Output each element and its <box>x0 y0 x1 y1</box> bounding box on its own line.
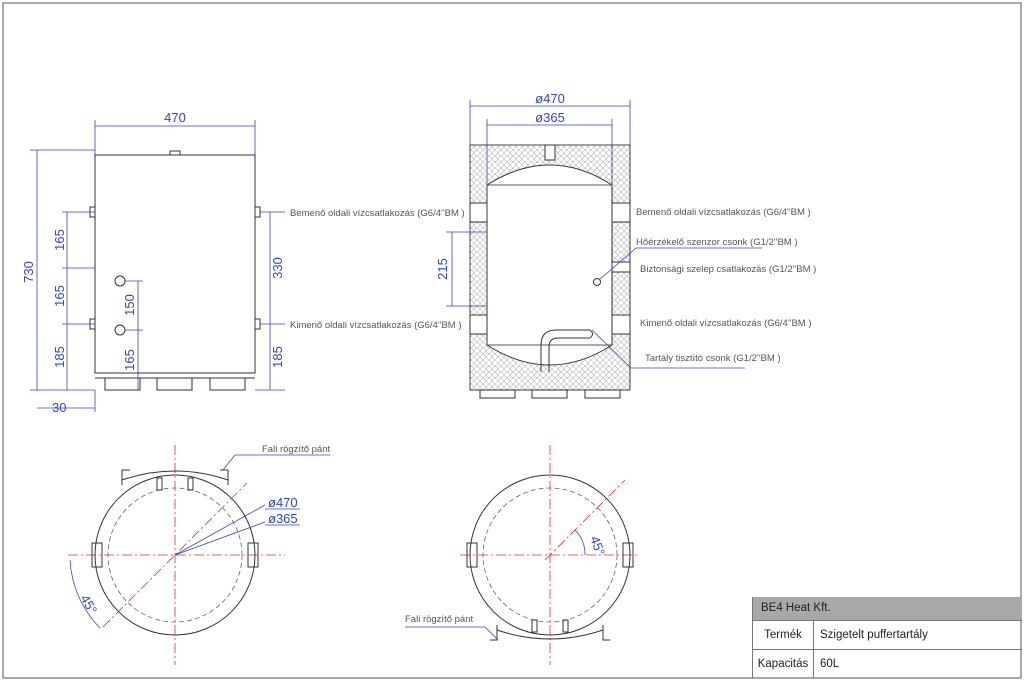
safety-valve-label: Biztonsági szelep csatlakozás (G1/2''BM … <box>640 264 816 275</box>
inlet-label: Bemenő oldali vízcsatlakozás (G6/4''BM ) <box>290 208 465 219</box>
outer-diameter-dim: ø470 <box>535 91 565 106</box>
capacity-row: Kapacitás 60L <box>753 650 1022 678</box>
capacity-key: Kapacitás <box>753 650 814 678</box>
tank-body <box>94 154 256 374</box>
sensor-spacing-dim: 215 <box>435 258 450 280</box>
product-value: Szigetelt puffertartály <box>820 629 928 641</box>
sensor-port <box>114 275 126 287</box>
section-view: ø470 ø365 215 Bemenő oldali vízcsatlakoz… <box>435 91 816 399</box>
dim-165: 165 <box>122 349 137 371</box>
top-view-right: 45° Fali rögzítő pánt <box>405 445 640 665</box>
company-name: BE4 Heat Kft. <box>753 597 1022 621</box>
product-key: Termék <box>753 621 814 649</box>
outer-diameter-dim: ø470 <box>268 495 298 510</box>
bracket-label: Fali rögzítő pánt <box>405 614 473 625</box>
bracket-label: Fali rögzítő pánt <box>262 444 330 455</box>
cleaning-port-label: Tartály tisztító csonk (G1/2''BM ) <box>645 353 781 364</box>
sensor-port <box>114 324 126 336</box>
foot-dim: 30 <box>52 400 66 415</box>
dim-185: 185 <box>270 346 285 368</box>
top-view-left: Fali rögzítő pánt ø470 ø365 45° <box>68 444 330 665</box>
angle-dim: 45° <box>587 534 608 558</box>
front-view: 470 730 165 165 185 30 330 185 150 165 B… <box>21 110 465 415</box>
outlet-label: Kimenő oldali vízcsatlakozás (G6/4''BM ) <box>640 318 812 329</box>
dim-165: 165 <box>52 229 67 251</box>
height-dim: 730 <box>21 261 36 283</box>
foot <box>104 377 141 391</box>
dim-185: 185 <box>52 346 67 368</box>
inlet-label: Bemenő oldali vízcsatlakozás (G6/4''BM ) <box>636 207 811 218</box>
angle-dim: 45° <box>77 592 100 617</box>
title-block: BE4 Heat Kft. Termék Szigetelt puffertar… <box>752 597 1022 678</box>
sensor-label: Hőérzékelő szenzor csonk (G1/2''BM ) <box>636 237 798 248</box>
foot <box>209 377 246 391</box>
dim-150: 150 <box>122 294 137 316</box>
outlet-label: Kimenő oldali vízcsatlakozás (G6/4''BM ) <box>290 320 462 331</box>
product-row: Termék Szigetelt puffertartály <box>753 621 1022 650</box>
inner-diameter-dim: ø365 <box>535 110 565 125</box>
inner-diameter-dim: ø365 <box>268 511 298 526</box>
width-dim: 470 <box>164 110 186 125</box>
dim-330: 330 <box>270 257 285 279</box>
capacity-value: 60L <box>820 658 840 670</box>
dim-165: 165 <box>52 285 67 307</box>
foot <box>156 377 193 391</box>
